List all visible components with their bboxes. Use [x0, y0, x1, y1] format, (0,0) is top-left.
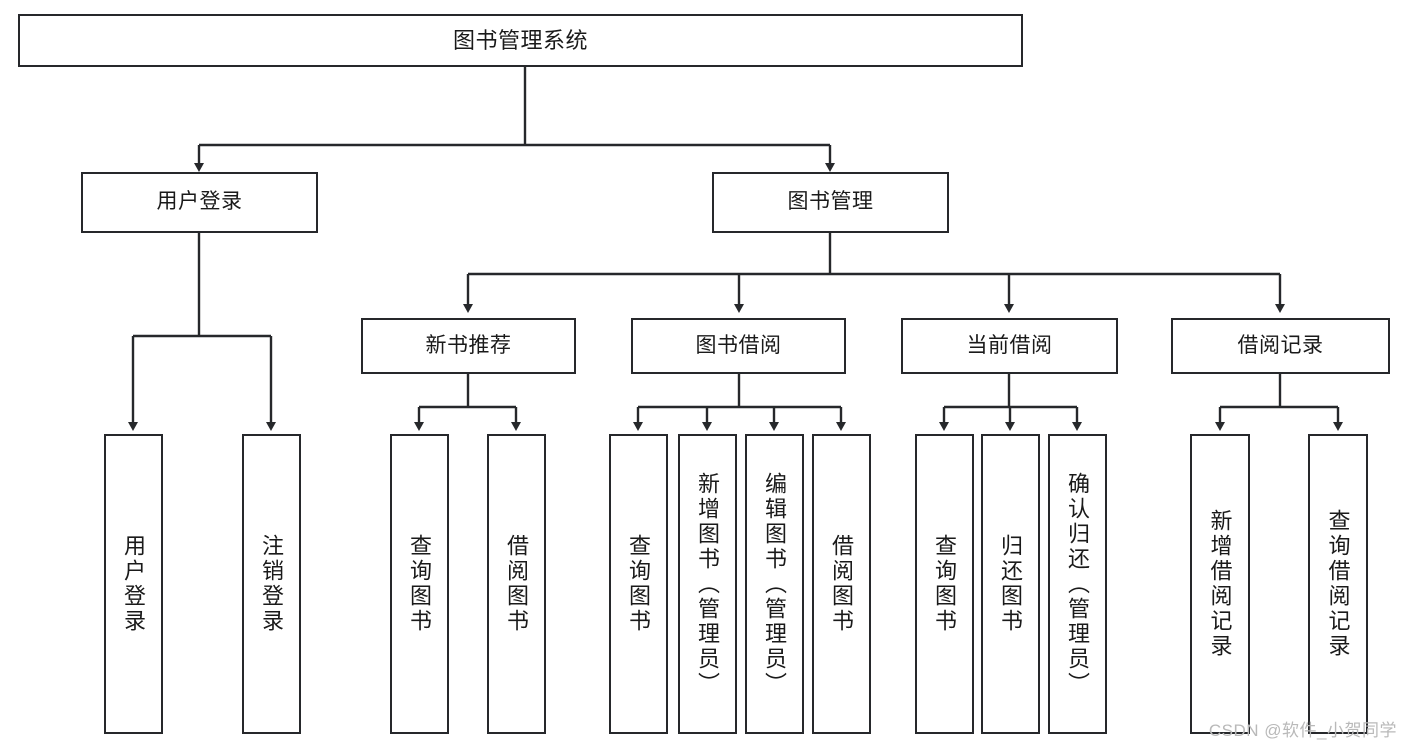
leaf-borrow-record-query-label: 查询借阅记录: [1325, 509, 1351, 659]
leaf-current-borrow-confirm[interactable]: 确认归还（管理员）: [1048, 434, 1107, 734]
leaf-book-borrow-borrow-label: 借阅图书: [829, 534, 855, 634]
leaf-new-book-borrow-label: 借阅图书: [504, 534, 530, 634]
node-book-management-label: 图书管理: [787, 190, 874, 214]
leaf-book-borrow-add-label: 新增图书（管理员）: [695, 471, 721, 697]
leaf-borrow-record-query[interactable]: 查询借阅记录: [1308, 434, 1368, 734]
node-new-book-recommend[interactable]: 新书推荐: [361, 318, 576, 374]
node-root-label: 图书管理系统: [452, 27, 588, 53]
leaf-current-borrow-return-label: 归还图书: [998, 534, 1024, 634]
leaf-current-borrow-query[interactable]: 查询图书: [915, 434, 974, 734]
leaf-book-borrow-edit-label: 编辑图书（管理员）: [762, 471, 788, 697]
leaf-user-login-signin-label: 用户登录: [121, 534, 147, 634]
csdn-watermark: CSDN @软件_小贺同学: [1208, 721, 1397, 740]
leaf-new-book-query-label: 查询图书: [407, 534, 433, 634]
leaf-user-login-signin[interactable]: 用户登录: [104, 434, 163, 734]
node-user-login[interactable]: 用户登录: [81, 172, 318, 233]
leaf-borrow-record-add-label: 新增借阅记录: [1207, 509, 1233, 659]
node-new-book-recommend-label: 新书推荐: [425, 333, 512, 357]
node-borrow-record-label: 借阅记录: [1237, 333, 1324, 357]
node-root[interactable]: 图书管理系统: [18, 14, 1023, 67]
leaf-user-login-signout-label: 注销登录: [259, 534, 285, 634]
leaf-current-borrow-confirm-label: 确认归还（管理员）: [1065, 471, 1091, 697]
leaf-book-borrow-query-label: 查询图书: [626, 534, 652, 634]
leaf-book-borrow-borrow[interactable]: 借阅图书: [812, 434, 871, 734]
leaf-user-login-signout[interactable]: 注销登录: [242, 434, 301, 734]
leaf-new-book-query[interactable]: 查询图书: [390, 434, 449, 734]
node-book-management[interactable]: 图书管理: [712, 172, 949, 233]
leaf-new-book-borrow[interactable]: 借阅图书: [487, 434, 546, 734]
node-borrow-record[interactable]: 借阅记录: [1171, 318, 1390, 374]
node-book-borrow[interactable]: 图书借阅: [631, 318, 846, 374]
node-current-borrow[interactable]: 当前借阅: [901, 318, 1118, 374]
node-book-borrow-label: 图书借阅: [695, 333, 782, 357]
node-user-login-label: 用户登录: [156, 190, 243, 214]
leaf-borrow-record-add[interactable]: 新增借阅记录: [1190, 434, 1250, 734]
node-current-borrow-label: 当前借阅: [966, 333, 1053, 357]
leaf-current-borrow-return[interactable]: 归还图书: [981, 434, 1040, 734]
leaf-book-borrow-query[interactable]: 查询图书: [609, 434, 668, 734]
leaf-current-borrow-query-label: 查询图书: [932, 534, 958, 634]
leaf-book-borrow-add[interactable]: 新增图书（管理员）: [678, 434, 737, 734]
leaf-book-borrow-edit[interactable]: 编辑图书（管理员）: [745, 434, 804, 734]
